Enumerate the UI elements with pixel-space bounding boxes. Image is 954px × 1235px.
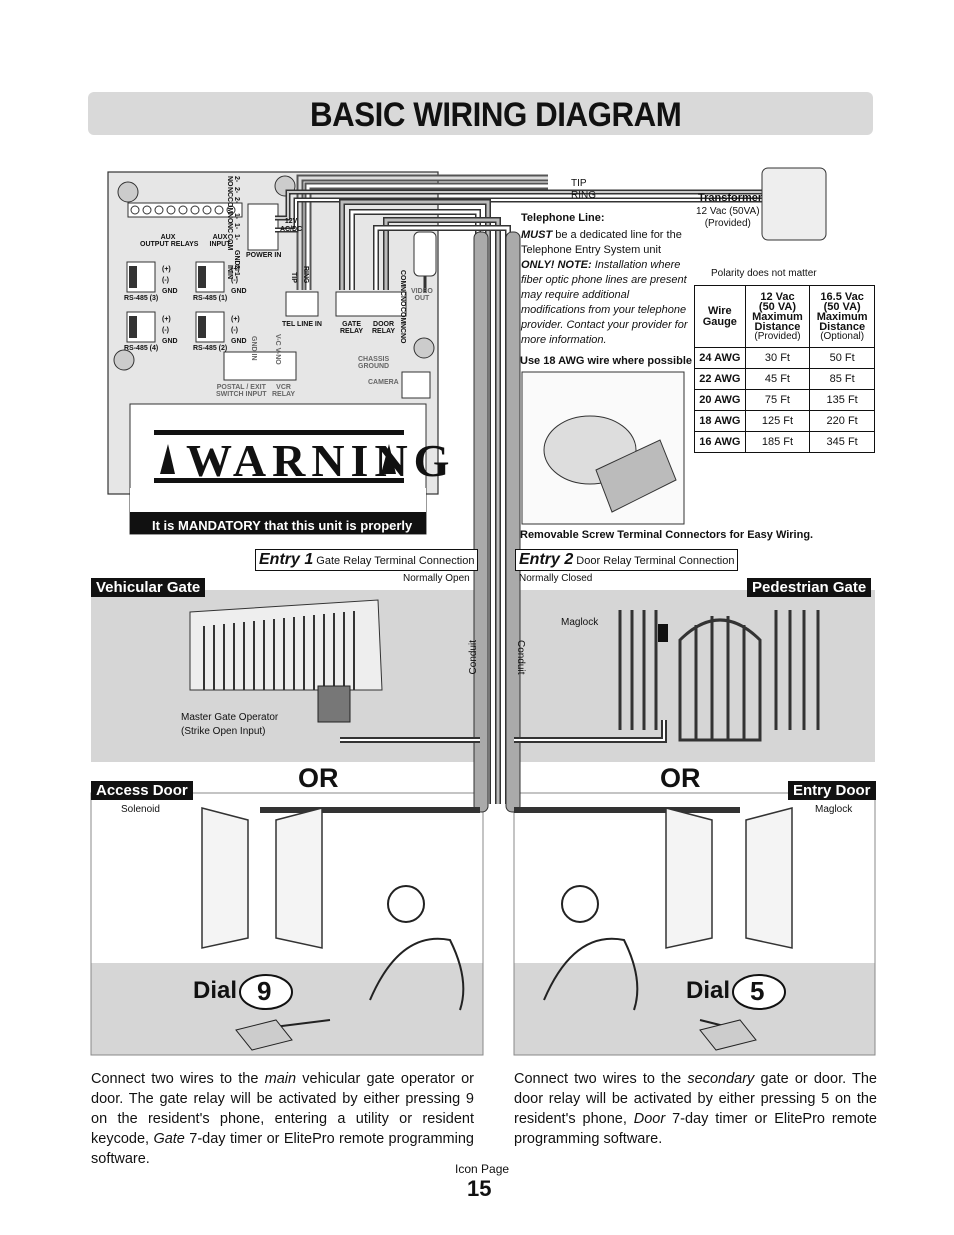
vehicular-gate-label: Vehicular Gate: [91, 578, 206, 597]
dial-digit-9: 9: [257, 976, 272, 1006]
dial-label-right: Dial: [686, 977, 731, 1004]
rs485-4-pins: (+)(-)GND: [162, 316, 178, 345]
tip-label: TIP: [290, 272, 297, 283]
warning-label: WARNING: [186, 435, 456, 486]
transformer-sub: 12 Vac (50VA) (Provided): [696, 206, 760, 229]
ring-label: RING: [302, 266, 309, 284]
rs485-4-label: RS-485 (4): [124, 345, 159, 352]
right-phone-panel: [514, 963, 875, 1055]
chassis-ground-label: CHASSIS GROUND: [358, 356, 390, 370]
aux-output-relays-label: AUX OUTPUT RELAYS: [140, 234, 199, 248]
vcr-terminal-labels: V-C V-NO: [274, 334, 281, 365]
page-title: BASIC WIRING DIAGRAM: [310, 96, 682, 134]
maglock-label: Maglock: [561, 617, 599, 628]
rs485-3-label: RS-485 (3): [124, 295, 159, 302]
transformer-heading: Transformer: [698, 192, 763, 204]
or-label-right: OR: [660, 763, 701, 793]
dial-9-button: [239, 974, 293, 1010]
access-door-label: Access Door: [91, 781, 193, 800]
rs485-1-label: RS-485 (1): [193, 295, 228, 302]
warning-icon-right: [381, 444, 396, 474]
dial-5-button: [732, 974, 786, 1010]
transformer-device: [761, 167, 827, 241]
title-bar: [88, 92, 873, 135]
polarity-note: Polarity does not matter: [711, 268, 817, 279]
gnd-in-label: GND IN: [250, 336, 257, 361]
mandatory-text: It is MANDATORY that this unit is proper…: [152, 518, 413, 533]
solenoid-label: Solenoid: [121, 804, 160, 815]
door-relay-label: DOOR RELAY: [372, 321, 396, 335]
conduit-label-right: Conduit: [515, 640, 526, 675]
icon-page-label: Icon Page: [455, 1162, 510, 1176]
conduit-label-left: Conduit: [468, 640, 479, 675]
left-description: Connect two wires to the main vehicular …: [91, 1071, 474, 1167]
entry-1-label: Entry 1 Gate Relay Terminal Connection: [255, 549, 479, 571]
use-18-awg-note: Use 18 AWG wire where possible: [520, 355, 692, 367]
gate-operator: [317, 685, 351, 723]
vcr-relay-label: VCR RELAY: [272, 384, 296, 398]
postal-exit-label: POSTAL / EXIT SWITCH INPUT: [216, 384, 267, 398]
right-description: Connect two wires to the secondary gate …: [514, 1071, 877, 1147]
master-gate-label: Master Gate Operator (Strike Open Input): [181, 712, 279, 737]
maglock-device: [658, 624, 668, 642]
rs485-2-label: RS-485 (2): [193, 345, 228, 352]
entry-door-label: Entry Door: [788, 781, 876, 800]
ac-dc-label: 12V AC/DC: [280, 218, 303, 233]
telephone-heading: Telephone Line:: [521, 212, 605, 224]
removable-note: Removable Screw Terminal Connectors for …: [520, 529, 814, 541]
camera-label: CAMERA: [368, 379, 399, 386]
must-text: MUST: [521, 229, 553, 241]
video-out-label: VIDEO OUT: [411, 288, 433, 302]
aux-input-label: AUX INPUT: [209, 234, 231, 248]
page-number: 15: [467, 1176, 492, 1201]
tel-line-in-label: TEL LINE IN: [282, 321, 322, 328]
telephone-note: Telephone Line: MUST be a dedicated line…: [521, 211, 693, 348]
rs485-1-pins: (+)(-)GND: [231, 266, 247, 295]
power-in-label: POWER IN: [246, 252, 282, 259]
warning-icon-left: [160, 444, 175, 474]
normally-open-label: Normally Open: [403, 573, 470, 584]
gate-relay-label: GATE RELAY: [340, 321, 364, 335]
entry-2-label: Entry 2 Door Relay Terminal Connection: [515, 549, 739, 571]
rs485-2-pins: (+)(-)GND: [231, 316, 247, 345]
awg-header-gauge: Wire Gauge: [694, 285, 746, 348]
awg-table: Wire Gauge 12 Vac (50 VA) Maximum Distan…: [694, 285, 875, 453]
pedestrian-gate-label: Pedestrian Gate: [747, 578, 872, 597]
rs485-3-pins: (+)(-)GND: [162, 266, 178, 295]
dial-digit-5: 5: [750, 976, 765, 1006]
or-label-left: OR: [298, 763, 339, 793]
tip-ring-label: TIP RING: [571, 178, 596, 201]
dial-label-left: Dial: [193, 977, 238, 1004]
maglock-door-label: Maglock: [815, 804, 853, 815]
normally-closed-label: Normally Closed: [519, 573, 593, 584]
